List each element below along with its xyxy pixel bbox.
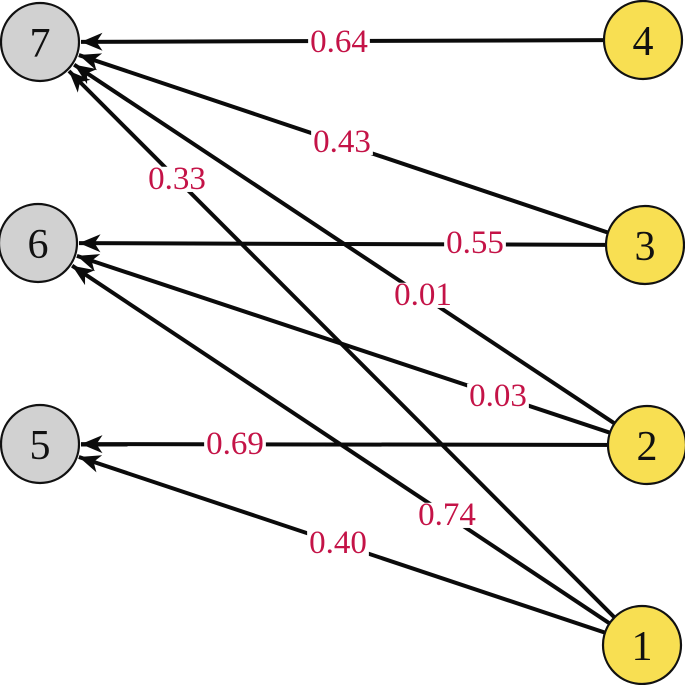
edge-weight-label: 0.55 — [446, 225, 504, 261]
node-7: 7 — [0, 1, 81, 83]
edge-weight-label: 0.01 — [394, 277, 452, 313]
edge-3-to-6 — [78, 234, 646, 253]
edge-weight-label: 0.33 — [148, 161, 206, 197]
node-label-2: 2 — [637, 424, 658, 470]
edge-weight-label: 0.64 — [310, 24, 368, 60]
edge-weight-label: 0.43 — [313, 124, 371, 160]
edge-label-halo — [467, 383, 529, 409]
node-5: 5 — [0, 403, 81, 485]
edge-label-halo — [444, 230, 506, 256]
edge-label-halo — [311, 129, 373, 155]
edge-weight-label: 0.03 — [469, 378, 527, 414]
edge-2-to-6 — [76, 254, 648, 447]
edge-weight-2-to-7: 0.01 — [392, 277, 454, 313]
edge-weight-2-to-5: 0.69 — [204, 426, 266, 462]
node-3: 3 — [604, 204, 685, 286]
edge-weight-3-to-6: 0.55 — [444, 225, 506, 261]
edge-weight-1-to-5: 0.40 — [307, 525, 369, 561]
node-circle-2 — [606, 404, 685, 486]
node-label-1: 1 — [632, 624, 653, 670]
edge-label-halo — [307, 530, 369, 556]
node-circle-5 — [0, 403, 81, 485]
edge-weight-label: 0.69 — [206, 426, 264, 462]
edge-weight-1-to-7: 0.33 — [146, 161, 208, 197]
edge-weight-3-to-7: 0.43 — [311, 124, 373, 160]
node-2: 2 — [606, 404, 685, 486]
edge-label-halo — [392, 282, 454, 308]
edge-weight-label: 0.40 — [309, 525, 367, 561]
edge-weight-label: 0.74 — [418, 497, 476, 533]
edge-1-to-7 — [67, 69, 644, 647]
edge-2-to-7 — [73, 63, 649, 447]
node-label-3: 3 — [635, 224, 656, 270]
node-circle-1 — [601, 604, 683, 685]
node-circle-7 — [0, 1, 81, 83]
edge-label-halo — [146, 166, 208, 192]
edge-1-to-6 — [71, 264, 644, 647]
node-circle-6 — [0, 202, 79, 284]
edge-weight-2-to-6: 0.03 — [467, 378, 529, 414]
node-label-5: 5 — [30, 423, 51, 469]
edge-label-halo — [308, 29, 370, 55]
edge-label-halo — [416, 502, 478, 528]
edge-label-halo — [204, 431, 266, 457]
node-label-4: 4 — [633, 19, 654, 65]
edge-2-to-5 — [80, 435, 648, 454]
node-1: 1 — [601, 604, 683, 685]
node-circle-4 — [602, 0, 684, 81]
node-label-6: 6 — [28, 222, 49, 268]
node-label-7: 7 — [30, 21, 51, 67]
node-4: 4 — [602, 0, 684, 81]
node-circle-3 — [604, 204, 685, 286]
node-6: 6 — [0, 202, 79, 284]
edge-weight-4-to-7: 0.64 — [308, 24, 370, 60]
edge-label-layer: 0.64 0.43 0.55 0.01 0.03 0.69 0.33 0.74 0.40 — [146, 24, 529, 561]
edge-weight-1-to-6: 0.74 — [416, 497, 478, 533]
